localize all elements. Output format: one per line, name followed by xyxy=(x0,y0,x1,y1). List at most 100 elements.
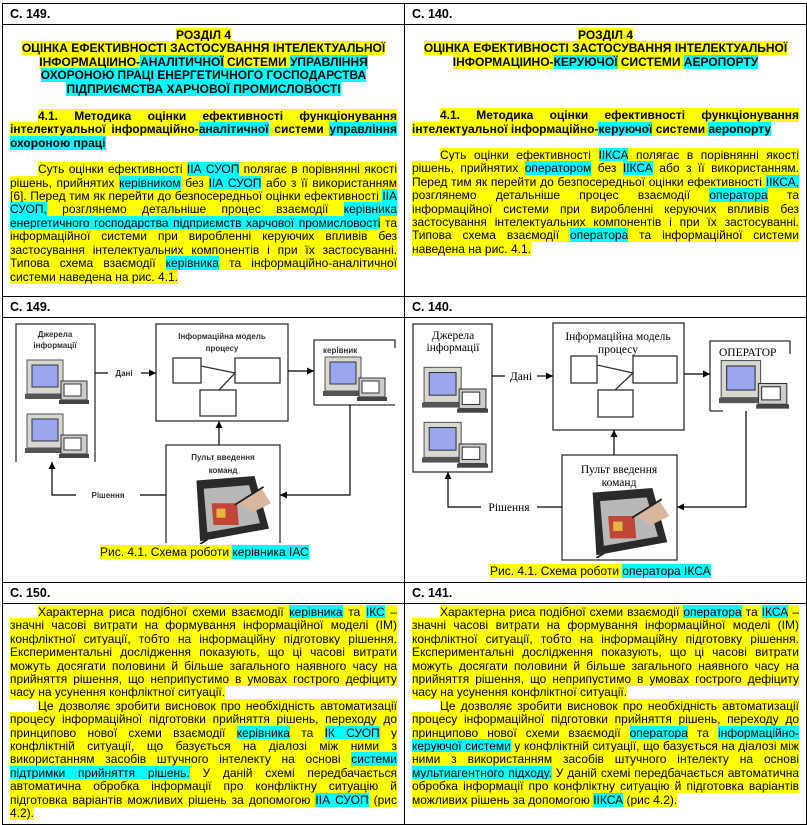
data-label: Дані xyxy=(115,369,132,378)
highlighted-match: ІІА СУОП xyxy=(208,175,262,190)
highlighted-text: системи xyxy=(652,121,709,136)
computer-icon xyxy=(25,359,89,405)
highlighted-text: Характерна риса подібної схеми взаємодії xyxy=(440,605,684,619)
highlighted-match: керівника xyxy=(289,605,343,619)
sources-box xyxy=(15,323,96,462)
highlighted-match: керуючої xyxy=(598,121,653,136)
tablet-icon xyxy=(591,488,670,558)
chapter-title: ОЦІНКА ЕФЕКТИВНОСТІ ЗАСТОСУВАННЯ ІНТЕЛЕК… xyxy=(412,41,799,69)
page-ref-right: С. 140. xyxy=(404,3,807,25)
highlighted-text: та xyxy=(289,725,325,740)
highlighted-match: керівником xyxy=(119,175,181,190)
highlighted-match: оператора xyxy=(569,228,629,243)
left-text-cell: Характерна риса подібної схеми взаємодії… xyxy=(2,603,405,825)
highlighted-text: У даній схемі передбачається автоматична… xyxy=(412,765,799,807)
highlighted-match: оператора ІКСА xyxy=(622,564,711,578)
highlighted-match: ІКСА xyxy=(761,605,789,619)
paragraph: Це дозволяє зробити висновок про необхід… xyxy=(412,698,799,807)
highlighted-text: та xyxy=(741,605,762,619)
highlighted-match: оператора xyxy=(629,725,688,740)
computer-icon xyxy=(323,356,387,402)
tablet-icon xyxy=(195,476,272,544)
highlighted-text: без xyxy=(180,175,209,190)
page-ref-left: С. 149. xyxy=(2,3,405,25)
highlighted-text: та xyxy=(342,605,366,619)
highlighted-text: Рис. 4.1. Схема роботи xyxy=(100,545,233,559)
left-diagram-cell: Джерела інформації Інформаційна модель п… xyxy=(2,317,405,583)
actor-box xyxy=(709,340,791,411)
highlighted-match: ІКС xyxy=(365,605,385,619)
highlighted-match: КЕРУЮЧОЇ xyxy=(553,54,618,69)
highlighted-text: РОЗДІЛ 4 xyxy=(577,28,633,42)
right-text-cell: РОЗДІЛ 4 ОЦІНКА ЕФЕКТИВНОСТІ ЗАСТОСУВАНН… xyxy=(404,24,807,297)
left-text-cell: РОЗДІЛ 4 ОЦІНКА ЕФЕКТИВНОСТІ ЗАСТОСУВАНН… xyxy=(2,24,405,297)
subsection-heading: 4.1. Методика оцінки ефективності функці… xyxy=(412,108,799,136)
highlighted-match: ІІА СУОП xyxy=(186,162,240,177)
actor-box xyxy=(313,339,396,405)
sources-box xyxy=(412,323,493,473)
page-ref-right: С. 140. xyxy=(404,296,807,318)
highlighted-text: системи xyxy=(268,122,330,137)
highlighted-match: ІІА СУОП xyxy=(315,792,369,807)
figure-caption: Рис. 4.1. Схема роботи керівника ІАС xyxy=(100,545,309,559)
paragraph: Це дозволяє зробити висновок про необхід… xyxy=(10,698,397,821)
highlighted-text: Суть оцінки ефективності xyxy=(440,148,599,163)
sources-label: Джерела xyxy=(38,330,73,339)
highlighted-match: ІІКСА, xyxy=(765,174,799,189)
sources-label: інформації xyxy=(33,341,77,350)
sources-label: Джерела xyxy=(432,330,474,342)
paragraph: Суть оцінки ефективності ІІА СУОП поляга… xyxy=(10,162,397,284)
decision-label: Рішення xyxy=(91,491,124,500)
console-label: Пульт введення xyxy=(581,464,658,476)
highlighted-text: – значні часові витрати на формування ін… xyxy=(412,605,799,700)
section-heading: РОЗДІЛ 4 xyxy=(10,28,397,42)
right-text-cell: Характерна риса подібної схеми взаємодії… xyxy=(404,603,807,825)
highlighted-match: ІК СУОП xyxy=(324,725,380,740)
console-label: команд xyxy=(602,477,637,489)
highlighted-match: оператором xyxy=(524,161,592,176)
subsection-heading: 4.1. Методика оцінки ефективності функці… xyxy=(10,109,397,150)
highlighted-match: АЕРОПОРТУ xyxy=(683,54,759,69)
actor-label: ОПЕРАТОР xyxy=(719,347,776,359)
computer-icon xyxy=(422,366,488,414)
highlighted-text: РОЗДІЛ 4 xyxy=(175,28,231,42)
figure-caption: Рис. 4.1. Схема роботи оператора ІКСА xyxy=(490,564,711,578)
highlighted-match: ІІКСА xyxy=(598,148,629,163)
paragraph: Суть оцінки ефективності ІІКСА полягає в… xyxy=(412,148,800,256)
data-label: Дані xyxy=(510,371,532,383)
paragraph: Характерна риса подібної схеми взаємодії… xyxy=(10,605,398,700)
highlighted-text: У даній схемі передбачається автоматична… xyxy=(10,765,397,807)
page-ref-right: С. 141. xyxy=(404,582,807,604)
highlighted-text: розглянемо детальніше процес взаємодії xyxy=(412,188,710,203)
decision-arrow xyxy=(48,462,76,496)
highlighted-text: Рис. 4.1. Схема роботи xyxy=(490,564,623,578)
highlighted-match: мультиагентного підходу. xyxy=(412,765,552,780)
computer-icon xyxy=(25,413,89,459)
highlighted-text: – значні часові витрати на формування ін… xyxy=(10,605,398,700)
highlighted-match: ІІКСА xyxy=(622,161,653,176)
highlighted-text: без xyxy=(591,161,623,176)
highlighted-match: аналітичної xyxy=(198,122,269,137)
actor-to-console-arrow xyxy=(280,405,351,499)
paragraph: Характерна риса подібної схеми взаємодії… xyxy=(412,605,799,700)
section-heading: РОЗДІЛ 4 xyxy=(412,28,799,42)
decision-label: Рішення xyxy=(488,502,530,514)
right-diagram-cell: Джерела інформації Інформаційна модель п… xyxy=(404,317,807,583)
model-label: процесу xyxy=(598,344,638,356)
highlighted-match: аеропорту xyxy=(708,121,772,136)
highlighted-match: керівника xyxy=(165,256,219,271)
highlighted-text: СИСТЕМИ xyxy=(223,54,290,69)
highlighted-match: оператора xyxy=(709,188,768,203)
console-label: команд xyxy=(209,466,238,475)
actor-to-console-arrow xyxy=(677,411,747,511)
page-ref-left: С. 150. xyxy=(2,582,405,604)
highlighted-text: розглянемо детальніше процес взаємодії xyxy=(46,202,344,217)
highlighted-text: СИСТЕМИ xyxy=(617,54,684,69)
model-label: Інформаційна модель xyxy=(178,332,266,341)
decision-arrow xyxy=(444,472,481,508)
page-ref-left: С. 149. xyxy=(2,296,405,318)
comparison-table: С. 149. С. 140. РОЗДІЛ 4 ОЦІНКА ЕФЕКТИВН… xyxy=(2,3,807,825)
highlighted-match: оператора xyxy=(683,605,742,619)
highlighted-text: (рис 4.2). xyxy=(623,792,678,807)
highlighted-text: Суть оцінки ефективності xyxy=(38,162,187,177)
